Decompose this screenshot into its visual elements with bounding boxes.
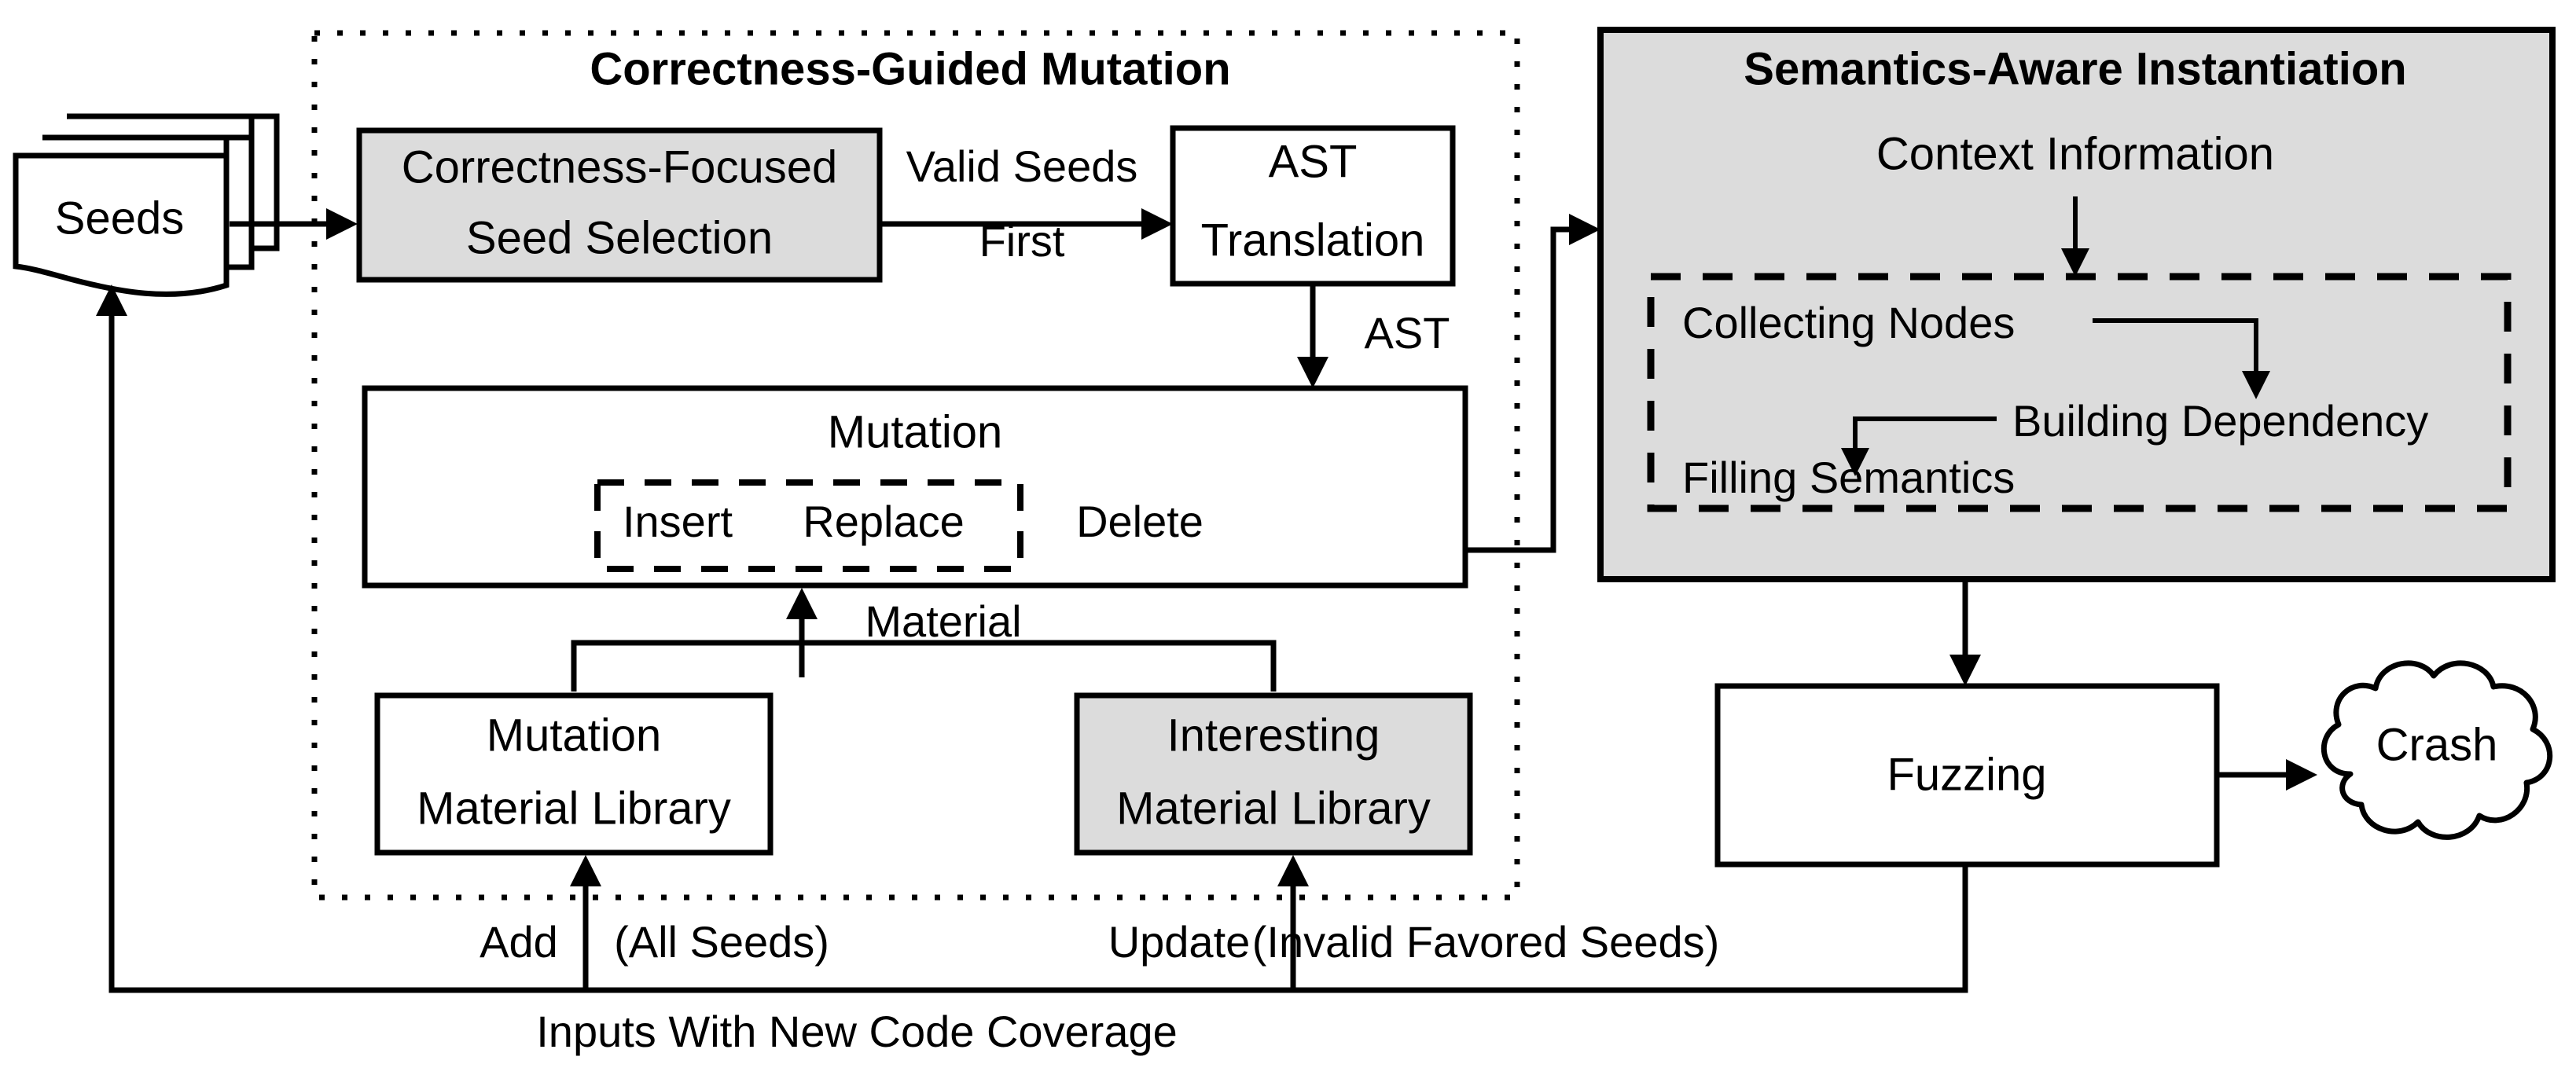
edge-label-add: Add [480, 917, 558, 967]
edge-material: Material [571, 588, 1277, 692]
node-mutation-label: Mutation [828, 406, 1002, 457]
node-ast-translation[interactable]: AST Translation [1170, 125, 1456, 287]
mutation-op-delete[interactable]: Delete [1076, 497, 1203, 546]
arrow-head-icon [2061, 248, 2089, 277]
node-seed-selection-line2: Seed Selection [466, 212, 773, 263]
node-interesting-material-library-line1: Interesting [1167, 710, 1380, 761]
arrow-head-icon [96, 284, 127, 316]
node-seed-selection-line1: Correctness-Focused [402, 141, 837, 193]
node-crash-cloud[interactable] [2321, 660, 2553, 840]
seeds-sheet-front [13, 152, 230, 297]
arrow-head-icon [2242, 371, 2270, 399]
edge-instantiation-to-fuzzing [1949, 579, 1981, 686]
seeds-sheet-middle [42, 134, 255, 270]
arrow-head-icon [570, 855, 601, 886]
edge-add-all-seeds: Add (All Seeds) [480, 855, 829, 990]
mutation-ops-dashed-group [594, 479, 1023, 572]
node-fuzzing[interactable]: Fuzzing [1714, 683, 2220, 868]
seeds-document-stack: Seeds [13, 113, 280, 297]
node-ast-translation-line1: AST [1269, 136, 1358, 187]
edge-label-valid-seeds: Valid Seeds [906, 141, 1138, 191]
node-mutation-box[interactable] [362, 385, 1468, 589]
group-correctness-guided-mutation [311, 30, 1520, 901]
stage-building-dependency[interactable]: Building Dependency [2012, 396, 2428, 446]
edge-mutation-to-instantiation [1465, 214, 1600, 553]
node-interesting-material-library[interactable]: Interesting Material Library [1074, 692, 1473, 856]
arrow-head-icon [1277, 855, 1309, 886]
node-crash-label: Crash [2376, 719, 2498, 770]
edge-label-invalid-favored-seeds: (Invalid Favored Seeds) [1252, 917, 1720, 967]
node-mutation-material-library[interactable]: Mutation Material Library [374, 692, 774, 856]
arrow-head-icon [326, 208, 358, 240]
seeds-sheet-back [67, 113, 280, 251]
edge-fuzzing-to-crash [2217, 759, 2317, 791]
node-seed-selection-box[interactable] [356, 127, 883, 283]
edge-label-all-seeds: (All Seeds) [614, 917, 829, 967]
edge-label-ast: AST [1365, 308, 1450, 358]
node-mutation-material-library-box[interactable] [374, 692, 774, 856]
node-seed-selection[interactable]: Correctness-Focused Seed Selection [356, 127, 883, 283]
mutation-op-replace[interactable]: Replace [803, 497, 964, 546]
node-mutation-material-library-line1: Mutation [487, 710, 661, 761]
seeds-label: Seeds [55, 193, 184, 244]
arrow-head-icon [1297, 357, 1328, 388]
node-interesting-material-library-line2: Material Library [1116, 783, 1431, 834]
arrow-head-icon [786, 588, 818, 619]
edge-label-first: First [979, 216, 1065, 266]
panel-semantics-aware-instantiation [1597, 27, 2556, 582]
edge-building-to-filling [1841, 416, 1997, 476]
mutation-op-insert[interactable]: Insert [623, 497, 733, 546]
edge-seeds-to-seed-selection [230, 208, 358, 240]
context-information-label: Context Information [1876, 128, 2274, 179]
node-crash[interactable]: Crash [2321, 660, 2553, 840]
edge-context-information-down [2061, 196, 2089, 277]
edge-update-invalid-favored-seeds: Update (Invalid Favored Seeds) [1108, 855, 1720, 990]
group-instantiation-stages [1647, 273, 2512, 512]
edge-label-inputs-new-coverage: Inputs With New Code Coverage [536, 1007, 1178, 1056]
arrow-head-icon [1841, 448, 1869, 476]
arrow-head-icon [2286, 759, 2317, 791]
group-title-left: Correctness-Guided Mutation [590, 43, 1230, 94]
node-interesting-material-library-box[interactable] [1074, 692, 1473, 856]
edge-label-update: Update [1108, 917, 1251, 967]
node-fuzzing-label: Fuzzing [1887, 749, 2046, 800]
edge-label-material: Material [865, 596, 1021, 646]
node-mutation[interactable]: Mutation Insert Replace Delete [362, 385, 1468, 589]
group-title-right: Semantics-Aware Instantiation [1744, 43, 2406, 94]
edge-feedback-inputs-new-coverage: Inputs With New Code Coverage [96, 284, 1968, 1056]
arrow-head-icon [1141, 208, 1173, 240]
edge-valid-seeds-first: Valid Seeds First [880, 141, 1173, 266]
arrow-head-icon [1949, 655, 1981, 686]
stage-collecting-nodes[interactable]: Collecting Nodes [1682, 298, 2015, 347]
edge-collecting-to-building [2093, 318, 2270, 399]
node-mutation-material-library-line2: Material Library [417, 783, 731, 834]
node-ast-translation-box[interactable] [1170, 125, 1456, 287]
edge-ast: AST [1297, 284, 1450, 388]
arrow-head-icon [1569, 214, 1600, 245]
node-ast-translation-line2: Translation [1201, 215, 1425, 266]
stage-filling-semantics[interactable]: Filling Semantics [1682, 453, 2015, 502]
